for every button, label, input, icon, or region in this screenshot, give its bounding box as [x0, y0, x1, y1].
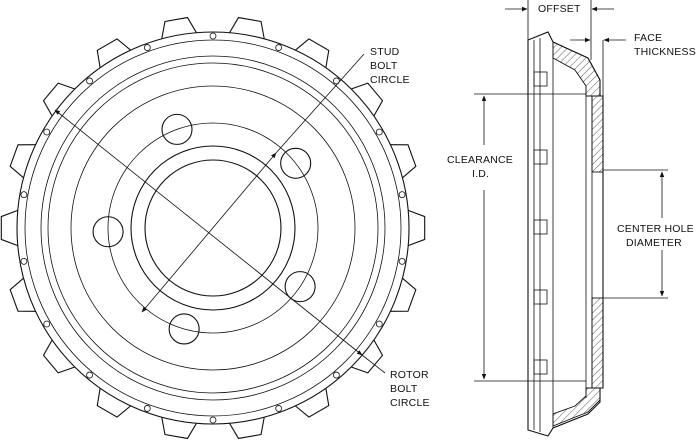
rim-tab [86, 77, 93, 85]
drum-face [40, 55, 386, 401]
face-wall-hatch-lower [591, 297, 604, 389]
front-view: STUD BOLT CIRCLE ROTOR BOLT CIRCLE [0, 16, 430, 440]
rotor-leader [361, 354, 386, 374]
outer-rim-inner [24, 39, 402, 417]
rim-tab [43, 128, 51, 136]
scallop-lug [390, 144, 417, 179]
scallop-lug [408, 209, 426, 247]
scallop-lug [390, 277, 417, 312]
rim-tab [43, 320, 51, 328]
scallop-lug [9, 144, 36, 179]
scallop-lug [9, 277, 36, 312]
rim-tab [275, 44, 283, 51]
section-hatch-bottom [552, 387, 601, 427]
center-hole-label-2: DIAMETER [626, 237, 682, 249]
section-notch [533, 289, 548, 305]
rim-tab [398, 191, 406, 199]
outer-scallop-edge [0, 16, 426, 440]
rim-tab [143, 405, 151, 412]
rotor-bolt-circle-dimension [54, 109, 363, 356]
scallop-lug [161, 16, 197, 39]
scallop-lug [294, 38, 330, 68]
section-view: OFFSET FACE THICKNESS CLEARANCE I.D. CEN… [447, 0, 696, 437]
stud-label-1: STUD [370, 46, 400, 58]
clearance-label-1: CLEARANCE [447, 154, 513, 166]
drum-face-inner [47, 62, 379, 394]
rim-tab [333, 77, 340, 85]
rim-tab [209, 32, 217, 40]
section-notch [533, 219, 548, 235]
scallop-lug [351, 82, 384, 117]
scallop-lug [229, 16, 265, 39]
section-notch [533, 149, 548, 165]
rotor-label-2: BOLT [390, 383, 418, 395]
scallop-lug [0, 209, 18, 247]
rim-tab [375, 128, 383, 136]
section-hatch-top [552, 41, 601, 97]
scallop-lug [229, 417, 265, 440]
rim-tab [86, 371, 93, 379]
scallop-lug [96, 388, 132, 418]
stud-leader [275, 53, 365, 154]
outer-rim [16, 31, 410, 425]
clearance-label-2: I.D. [472, 168, 489, 180]
center-hole-label-1: CENTER HOLE [617, 223, 694, 235]
rim-tab [375, 320, 383, 328]
face-thickness-label-1: FACE [634, 32, 662, 44]
scallop-lug [96, 38, 132, 68]
rim-tab [20, 191, 28, 199]
scallop-lug [42, 339, 75, 374]
rim-tab [398, 257, 406, 265]
rim-tab [333, 371, 340, 379]
face-wall-hatch [591, 95, 604, 173]
rotor-label-3: CIRCLE [390, 397, 430, 409]
scallop-lug [161, 417, 197, 440]
rotor-label-1: ROTOR [390, 369, 429, 381]
offset-label: OFFSET [538, 3, 581, 15]
rim-tab [143, 44, 151, 51]
rim-tab [275, 405, 283, 412]
section-notch [533, 359, 548, 375]
rim-tab [209, 416, 217, 424]
stud-label-2: BOLT [370, 60, 398, 72]
scallop-lug [294, 388, 330, 418]
face-thickness-label-2: THICKNESS [634, 46, 696, 58]
rim-tab [20, 257, 28, 265]
scallop-lug [351, 339, 384, 374]
section-notches [533, 71, 548, 375]
stud-label-3: CIRCLE [370, 74, 410, 86]
section-notch [533, 71, 548, 87]
scallop-lug [42, 82, 75, 117]
